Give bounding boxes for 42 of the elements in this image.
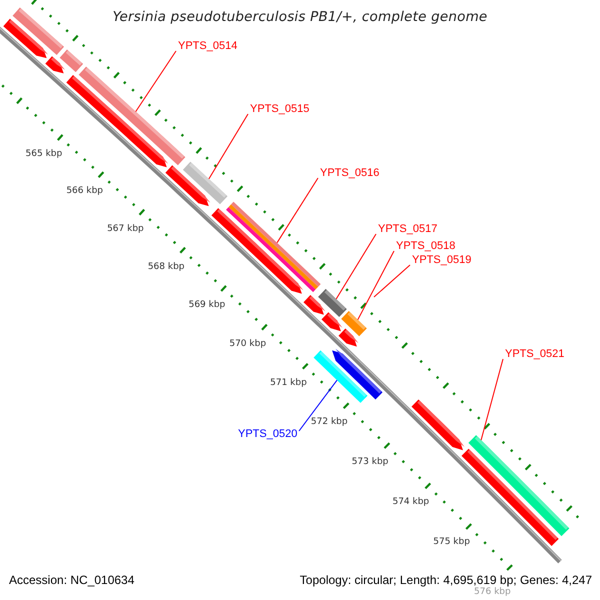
scale-label: 571 kbp: [270, 378, 307, 389]
gene-label: YPTS_0517: [378, 223, 438, 236]
gene-feature: [412, 400, 464, 450]
gene-feature: [211, 208, 304, 294]
gene-feature: [332, 348, 382, 400]
title: Yersinia pseudotuberculosis PB1/+, complete genome: [112, 9, 488, 25]
scale-label: 569 kbp: [188, 300, 226, 311]
genome-summary-text: Topology: circular; Length: 4,695,619 bp; Genes: 4,247: [298, 574, 594, 587]
gene-label: YPTS_0521: [505, 348, 564, 361]
leader-line: [480, 358, 504, 441]
scale-label: 576 kbp: [474, 587, 511, 598]
scale-label: 572 kbp: [310, 416, 348, 428]
leader-line: [374, 264, 410, 298]
scale-label: 565 kbp: [26, 149, 62, 160]
scale-label: 567 kbp: [107, 224, 144, 235]
gene-feature: [12, 8, 64, 55]
gene-label: YPTS_0518: [396, 240, 456, 253]
leader-line: [336, 234, 376, 300]
gene-label: YPTS_0520: [238, 428, 298, 441]
gene-feature: [338, 328, 358, 347]
gene-feature: [66, 75, 168, 168]
leader-line: [135, 50, 176, 112]
scale-label: 575 kbp: [433, 537, 470, 548]
leader-line: [208, 114, 248, 180]
scale-label: 573 kbp: [352, 456, 388, 468]
gene-feature: [304, 295, 326, 315]
gene-feature: [165, 165, 210, 206]
gene-label: YPTS_0519: [412, 254, 472, 267]
leader-line: [298, 380, 338, 432]
gene-feature: [226, 202, 321, 292]
scale-label: 568 kbp: [148, 262, 185, 273]
leader-line: [276, 178, 318, 244]
scale-label: 574 kbp: [392, 496, 430, 508]
scale-label: 566 kbp: [66, 186, 103, 198]
gene-feature: [322, 312, 342, 332]
gene-label: YPTS_0516: [320, 167, 380, 180]
leader-line: [357, 250, 394, 320]
gene-label: YPTS_0515: [250, 103, 310, 116]
scale-label: 570 kbp: [229, 338, 266, 350]
gene-label: YPTS_0514: [178, 40, 238, 53]
accession-text: Accession: NC_010634: [7, 574, 136, 587]
gene-feature: [60, 50, 84, 72]
